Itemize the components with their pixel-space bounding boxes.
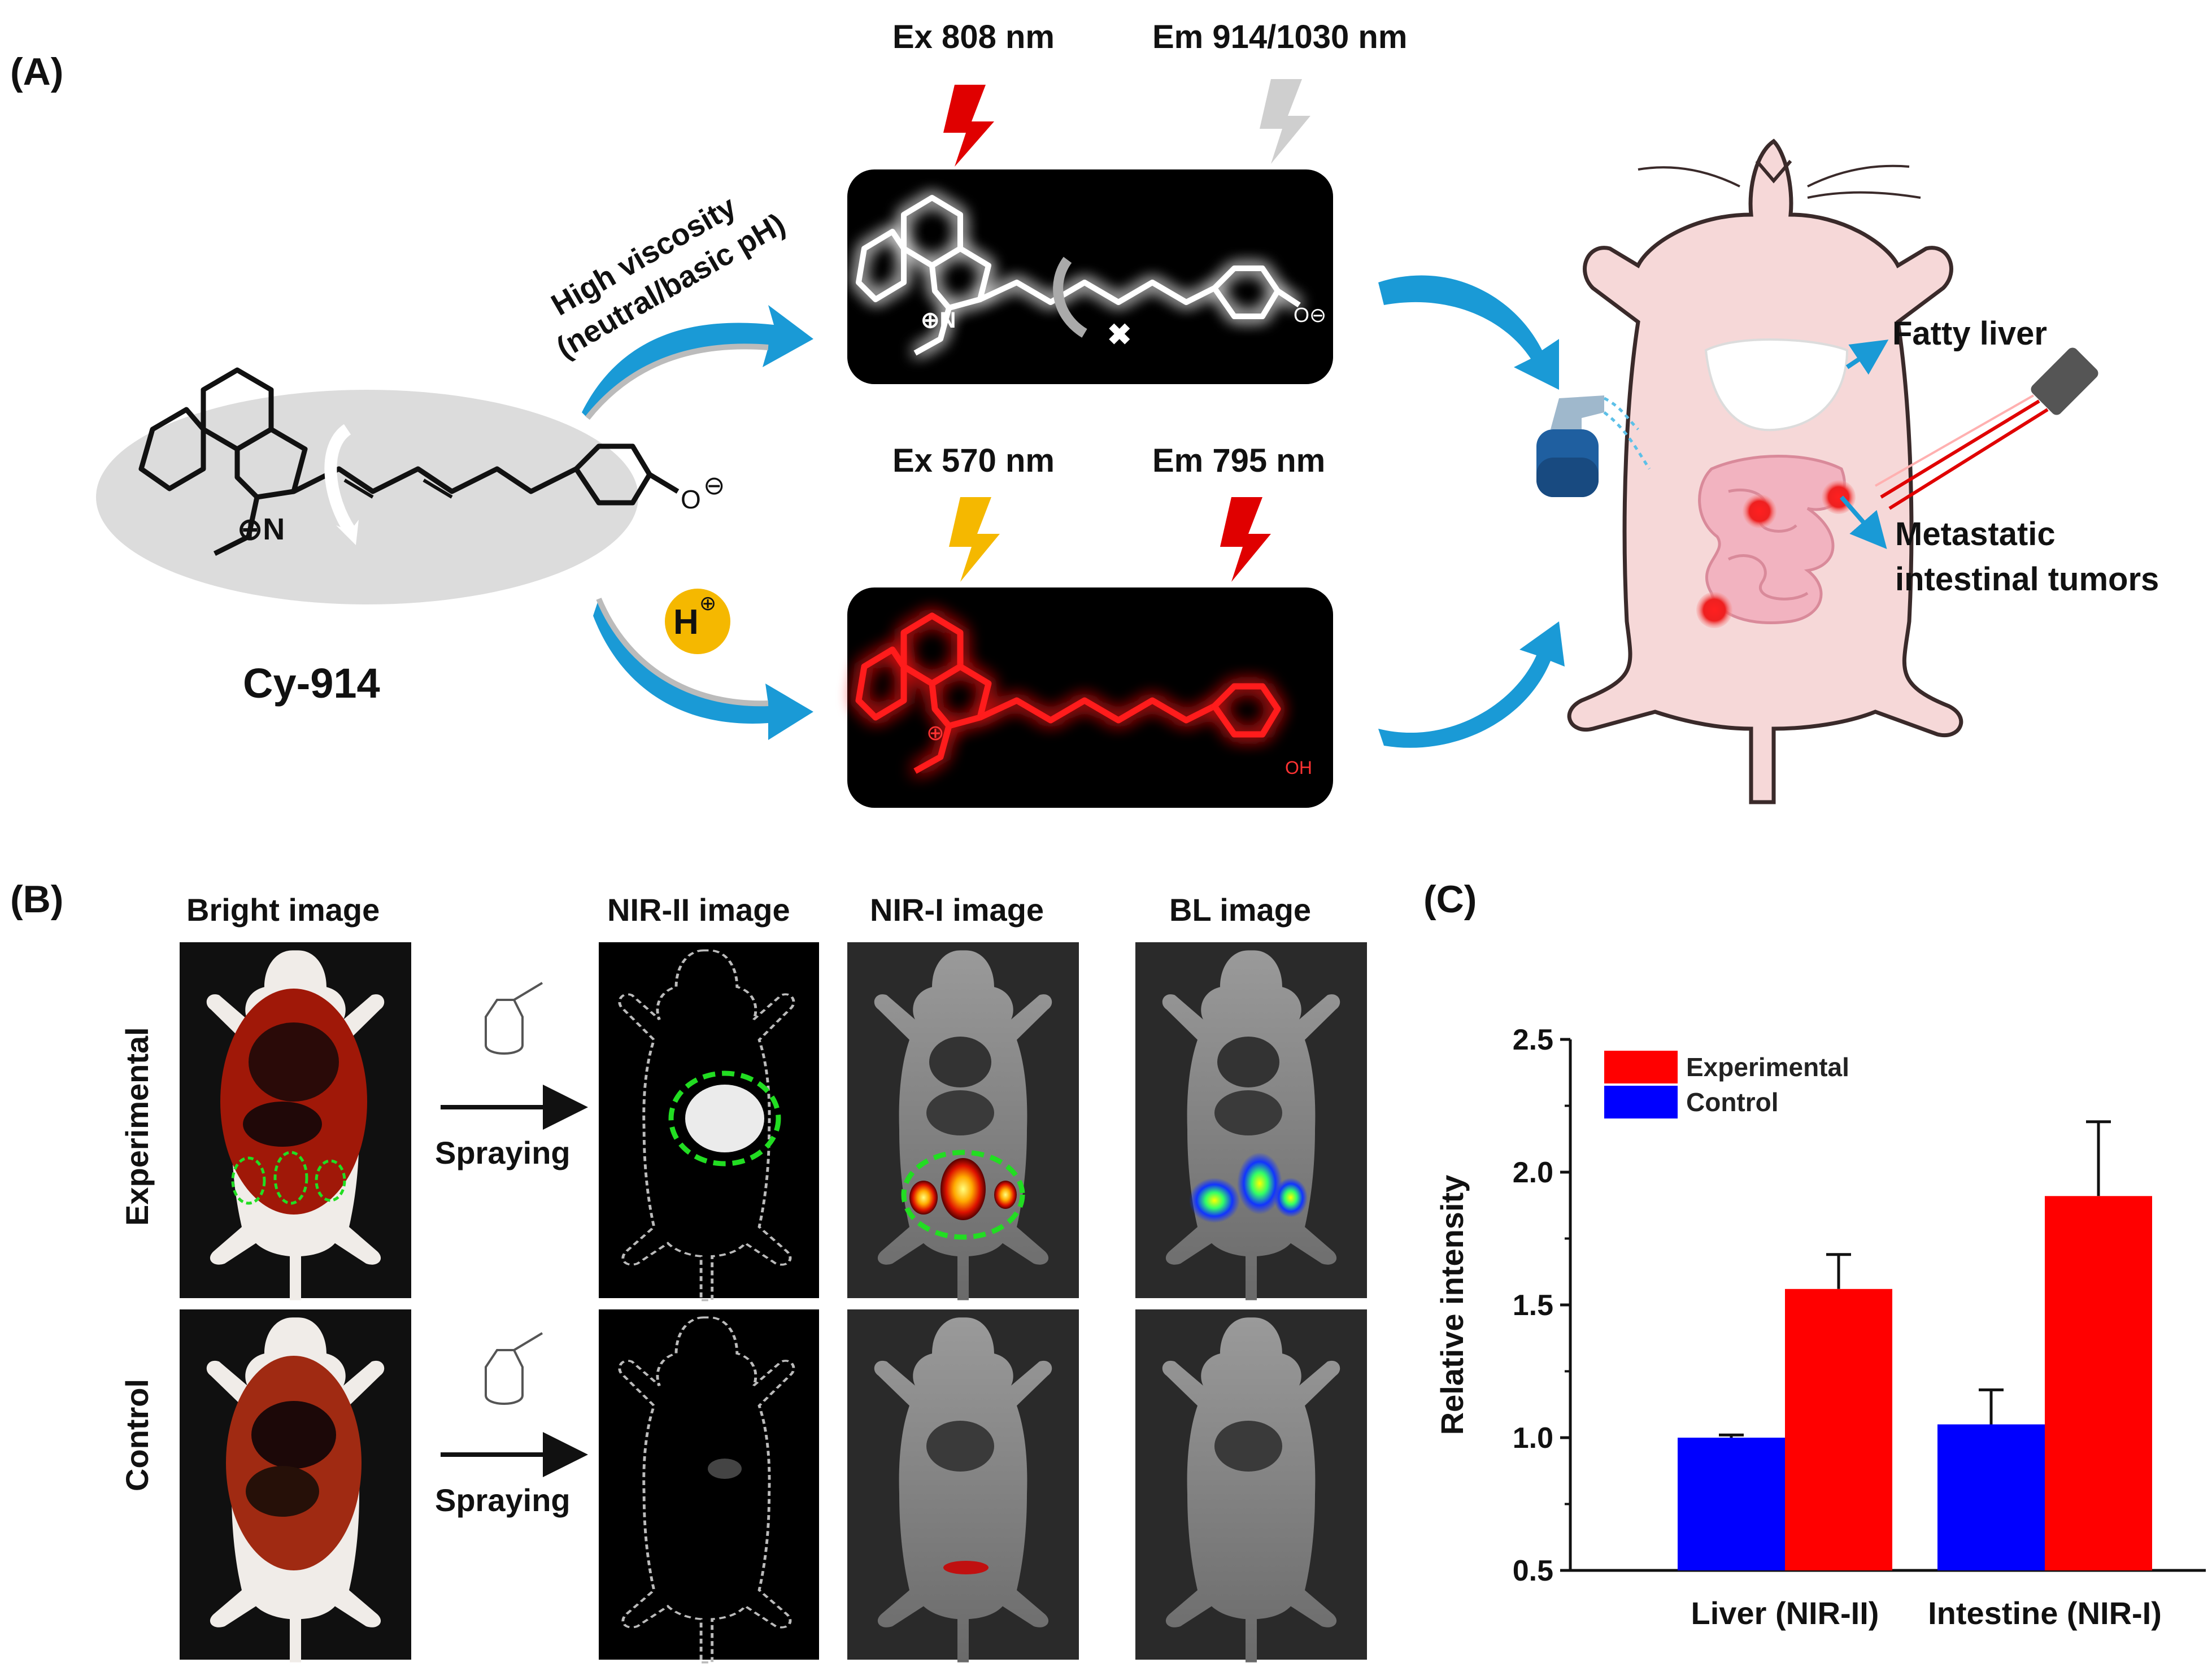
ex570-label: Ex 570 nm: [892, 442, 1055, 479]
ex808-lightning-icon: [943, 85, 994, 167]
em914-label: Em 914/1030 nm: [1152, 19, 1407, 55]
mouse-illustration: [1567, 138, 1963, 804]
legend-swatch-experimental: [1604, 1051, 1678, 1083]
nir1-image-control: [847, 1309, 1079, 1662]
svg-text:H: H: [673, 603, 699, 642]
legend-label-experimental: Experimental: [1686, 1052, 1849, 1082]
bl-image-experimental: [1135, 942, 1367, 1300]
legend-swatch-control: [1604, 1086, 1678, 1118]
bar-control: [1678, 1438, 1785, 1570]
y-tick-label: 2.0: [1513, 1156, 1553, 1189]
col-bl-label: BL image: [1169, 892, 1311, 928]
x-tick-label: Liver (NIR-II): [1691, 1595, 1879, 1631]
em795-label: Em 795 nm: [1152, 442, 1325, 479]
arrow-upper-to-mouse: [1378, 275, 1559, 390]
liver-pointer: [1845, 340, 1889, 375]
laser-flashlight-icon: [1875, 347, 2098, 510]
col-nir2-label: NIR-II image: [607, 892, 790, 928]
svg-text:⊕N: ⊕N: [921, 308, 956, 333]
em914-lightning-icon: [1260, 79, 1310, 164]
arrow-lower-to-mouse: [1378, 621, 1565, 748]
panel-c-label: (C): [1423, 878, 1477, 921]
ex808-label: Ex 808 nm: [892, 19, 1055, 55]
y-tick-label: 0.5: [1513, 1555, 1553, 1587]
nir-i-state-box: OH ⊕: [847, 587, 1333, 808]
tumor-label-line1: Metastatic: [1895, 516, 2056, 552]
nir1-image-experimental: [847, 942, 1079, 1300]
proton-badge: H ⊕: [665, 589, 730, 654]
bar-control: [1937, 1424, 2045, 1570]
spray-step-control: [441, 1332, 588, 1477]
arrow-to-viscosity: [582, 305, 813, 420]
bright-image-experimental: [180, 942, 411, 1300]
y-tick-label: 2.5: [1513, 1024, 1553, 1056]
spray-step-experimental: [441, 982, 588, 1130]
bl-image-control: [1135, 1309, 1367, 1662]
panel-b-label: (B): [10, 878, 63, 921]
svg-text:✖: ✖: [1107, 319, 1132, 351]
tumor-label-line2: intestinal tumors: [1895, 561, 2159, 598]
svg-text:⊕: ⊕: [699, 591, 716, 615]
svg-text:⊕: ⊕: [926, 721, 944, 745]
nir2-image-control: [599, 1309, 819, 1662]
tumor-pointer: [1839, 495, 1887, 550]
em795-lightning-icon: [1220, 497, 1271, 582]
y-axis-label: Relative intensity: [1434, 1175, 1470, 1435]
spraying-label-experimental: Spraying: [435, 1135, 571, 1170]
arrow-to-acid: [593, 598, 813, 740]
col-nir1-label: NIR-I image: [870, 892, 1044, 928]
compound-name: Cy-914: [243, 660, 380, 707]
bar-experimental: [1785, 1289, 1892, 1570]
bar-experimental: [2045, 1196, 2152, 1570]
ex570-lightning-icon: [949, 497, 1000, 582]
svg-text:O⊖: O⊖: [1294, 303, 1326, 327]
spraying-label-control: Spraying: [435, 1482, 571, 1518]
svg-text:OH: OH: [1285, 758, 1312, 778]
svg-text:⊖: ⊖: [703, 471, 725, 500]
panel-a-label: (A): [10, 50, 63, 93]
y-tick-label: 1.5: [1513, 1289, 1553, 1322]
spray-bottle-icon: [1536, 395, 1651, 497]
svg-text:⊕N: ⊕N: [237, 512, 285, 546]
row-experimental-label: Experimental: [119, 1027, 155, 1226]
cy914-molecule: ⊕N O ⊖: [96, 367, 725, 604]
x-tick-label: Intestine (NIR-I): [1928, 1595, 2162, 1631]
nir-ii-state-box: ⊕N O⊖ ✖: [847, 169, 1333, 384]
col-bright-label: Bright image: [186, 892, 380, 928]
legend-label-control: Control: [1686, 1087, 1779, 1117]
row-control-label: Control: [119, 1379, 155, 1491]
y-tick-label: 1.0: [1513, 1422, 1553, 1455]
svg-text:O: O: [681, 485, 701, 514]
fatty-liver-label: Fatty liver: [1892, 315, 2047, 352]
bright-image-control: [180, 1309, 411, 1662]
nir2-image-experimental: [599, 942, 819, 1300]
